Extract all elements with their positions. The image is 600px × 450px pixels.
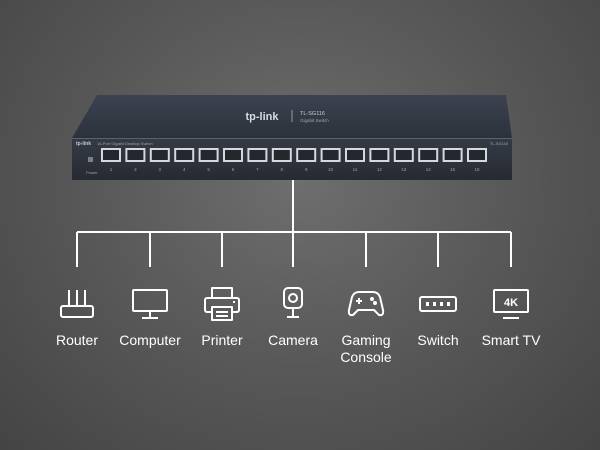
connection-lines bbox=[0, 0, 600, 290]
port-socket bbox=[395, 150, 412, 160]
device-label: Computer bbox=[119, 332, 181, 348]
port-socket bbox=[371, 150, 388, 160]
router-icon bbox=[57, 286, 97, 322]
device-label: Router bbox=[55, 332, 99, 348]
port-number-label: 13 bbox=[401, 167, 407, 172]
port-number-label: 7 bbox=[256, 167, 259, 172]
device-camera: Camera bbox=[248, 286, 338, 349]
gaming-console-icon bbox=[346, 286, 386, 322]
printer-icon bbox=[202, 286, 242, 322]
switch-brand-logo: tp-link bbox=[246, 111, 280, 123]
port-number-label: 16 bbox=[474, 167, 480, 172]
device-gaming-console: Gaming Console bbox=[321, 286, 411, 366]
smart-tv-icon: 4K bbox=[491, 286, 531, 322]
camera-icon bbox=[273, 286, 313, 322]
port-number-label: 2 bbox=[134, 167, 137, 172]
switch-front-title: 16-Port Gigabit Desktop Switch bbox=[97, 141, 153, 146]
device-switch: Switch bbox=[393, 286, 483, 349]
device-computer: Computer bbox=[105, 286, 195, 349]
port-socket bbox=[298, 150, 315, 160]
switch-icon bbox=[418, 286, 458, 322]
port-socket bbox=[444, 150, 461, 160]
port-number-label: 3 bbox=[159, 167, 162, 172]
port-socket bbox=[103, 150, 119, 160]
device-label: Printer bbox=[201, 332, 243, 348]
port-number-label: 12 bbox=[377, 167, 383, 172]
computer-icon bbox=[130, 286, 170, 322]
device-row: Router Computer Printer bbox=[0, 286, 600, 406]
port-number-label: 15 bbox=[450, 167, 456, 172]
power-label: Power bbox=[86, 170, 98, 175]
port-number-label: 11 bbox=[353, 167, 358, 172]
port-socket bbox=[127, 150, 144, 160]
port-socket bbox=[347, 150, 363, 160]
switch-top-model: TL-SG116 bbox=[300, 111, 325, 117]
port-socket bbox=[151, 150, 168, 160]
port-socket bbox=[322, 150, 339, 160]
switch-front-model: TL-SG116 bbox=[490, 141, 509, 146]
device-label: Switch bbox=[417, 332, 459, 348]
device-router: Router bbox=[32, 286, 122, 349]
port-number-label: 5 bbox=[207, 167, 210, 172]
tv-4k-text: 4K bbox=[504, 297, 518, 309]
port-socket bbox=[225, 150, 241, 160]
device-label: Camera bbox=[268, 332, 318, 348]
device-label: Smart TV bbox=[481, 332, 541, 348]
port-socket bbox=[420, 150, 437, 160]
device-label: Gaming Console bbox=[340, 332, 392, 365]
device-printer: Printer bbox=[177, 286, 267, 349]
port-number-label: 6 bbox=[232, 167, 235, 172]
port-socket bbox=[273, 150, 290, 160]
port-socket bbox=[469, 150, 485, 160]
device-smart-tv: 4K Smart TV bbox=[466, 286, 556, 349]
switch-front-brand: tp-link bbox=[76, 141, 91, 147]
port-number-label: 9 bbox=[305, 167, 308, 172]
port-number-label: 4 bbox=[183, 167, 186, 172]
port-number-label: 14 bbox=[426, 167, 432, 172]
network-switch: tp-link TL-SG116 Gigabit Switch tp-link … bbox=[72, 95, 512, 180]
power-led bbox=[88, 157, 93, 162]
port-socket bbox=[176, 150, 193, 160]
port-socket bbox=[249, 150, 266, 160]
port-number-label: 10 bbox=[328, 167, 334, 172]
port-number-label: 1 bbox=[110, 167, 113, 172]
port-socket bbox=[200, 150, 217, 160]
switch-top-subtitle: Gigabit Switch bbox=[300, 118, 329, 123]
port-number-label: 8 bbox=[281, 167, 284, 172]
